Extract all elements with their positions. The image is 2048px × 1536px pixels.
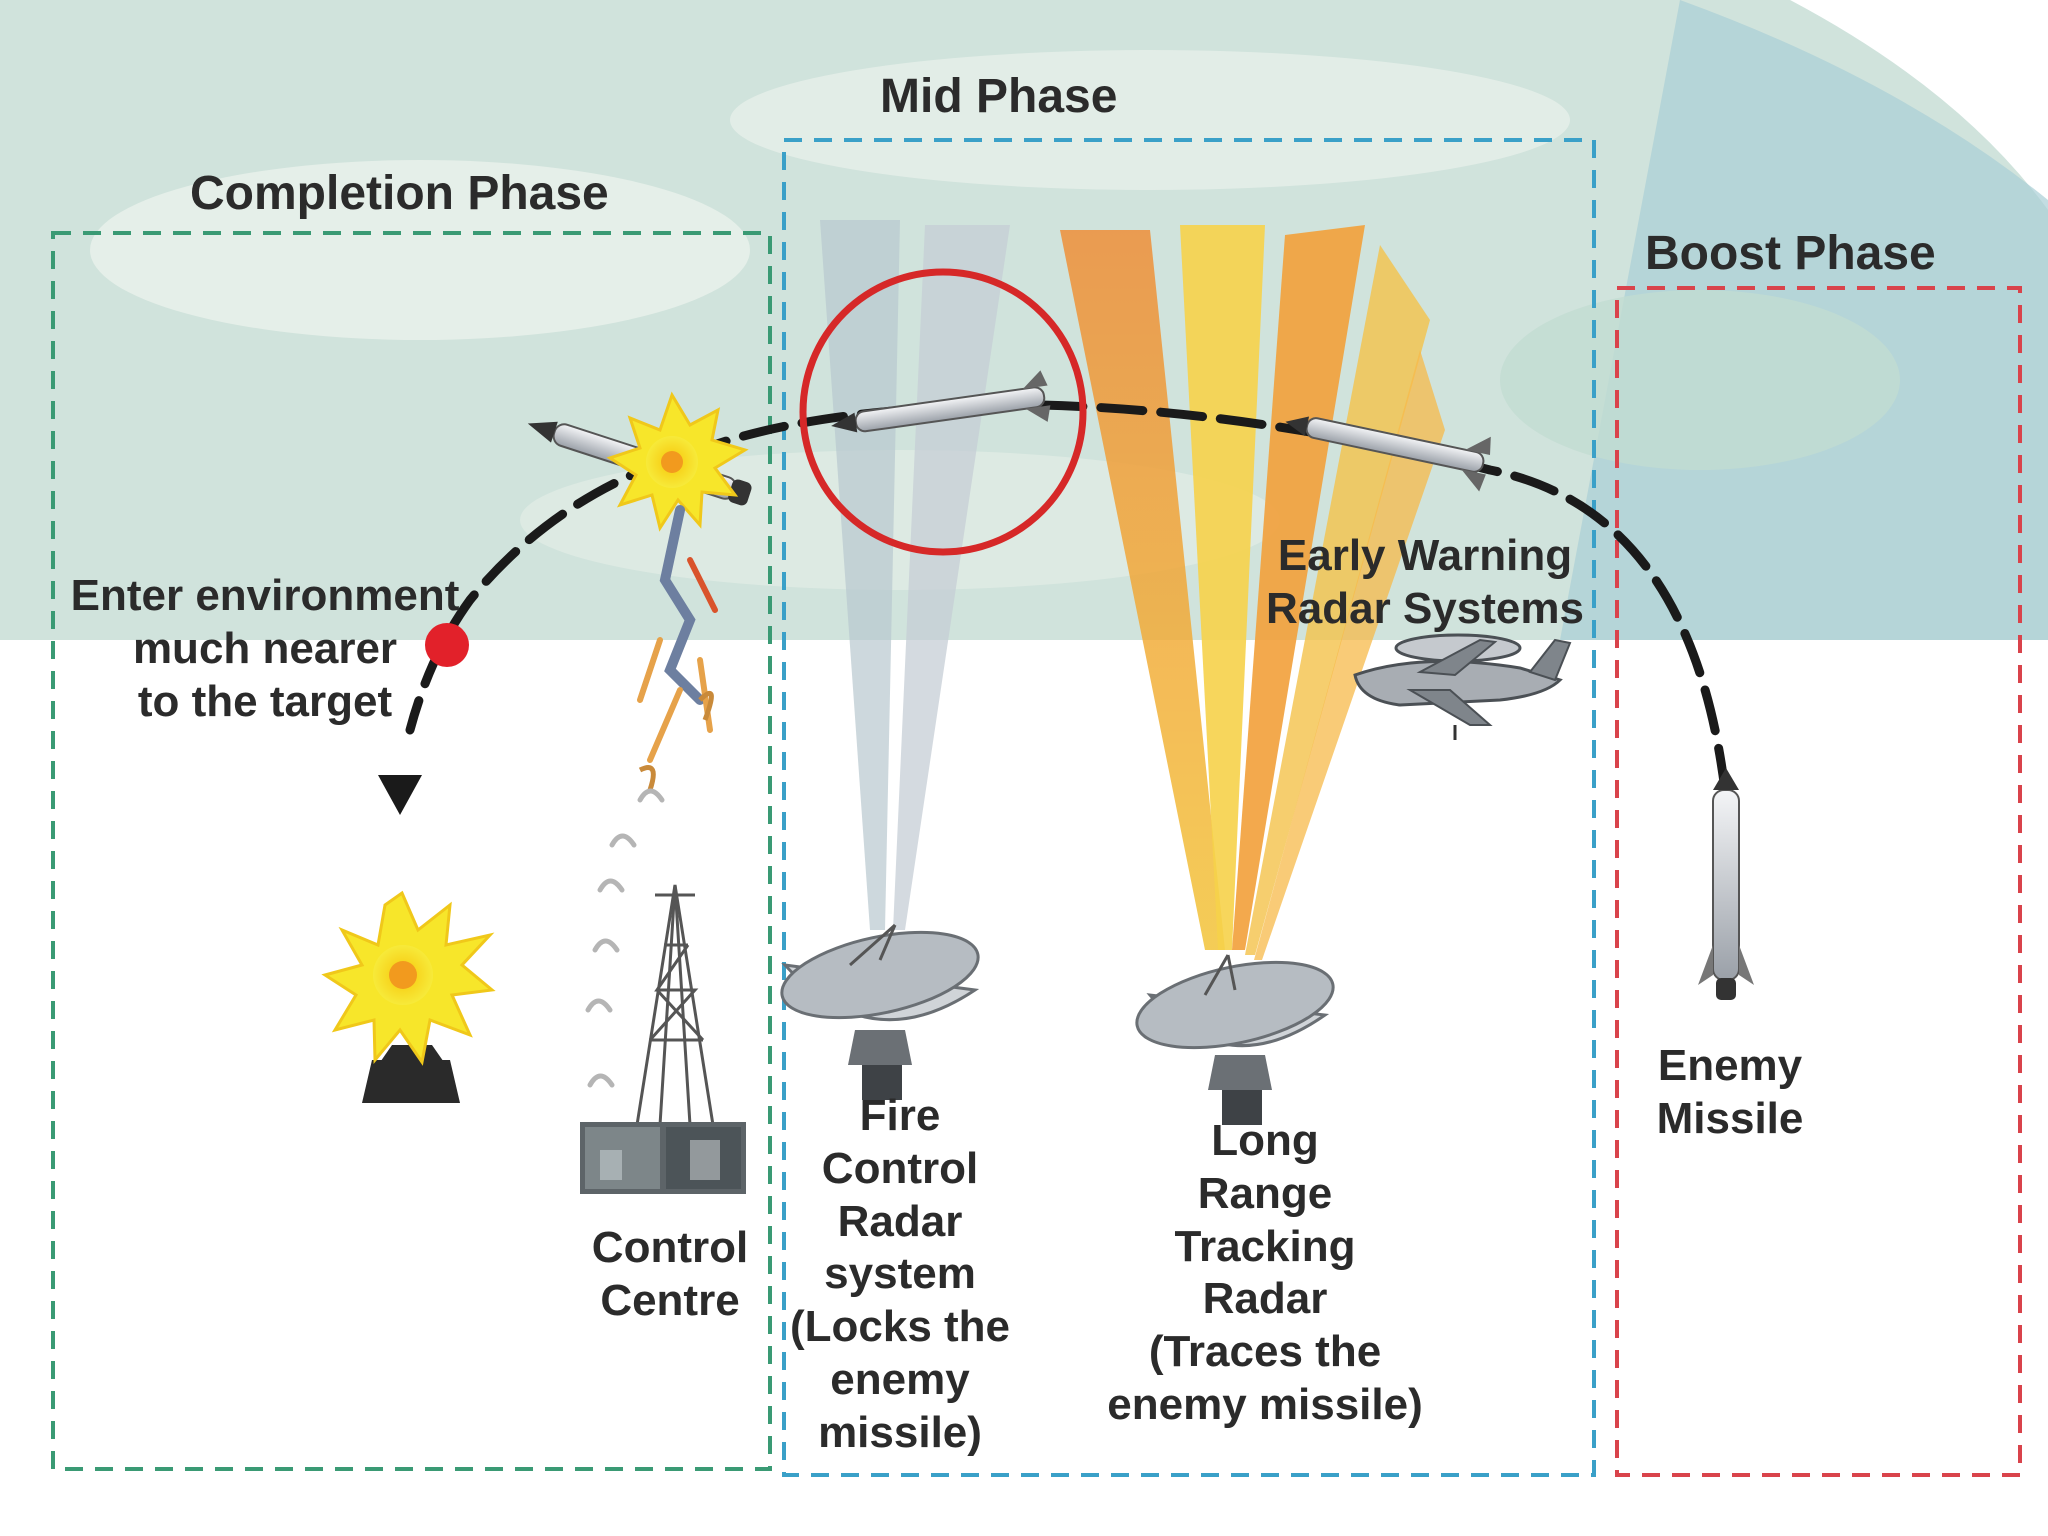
radar-dish-icon [780,923,980,1100]
completion-phase-title: Completion Phase [190,167,609,220]
awacs-aircraft-icon [1353,633,1572,740]
control-centre-label: Control Centre [591,1223,749,1325]
early-warning-radar-label: Early Warning Radar Systems [1266,531,1584,633]
transmission-tower-icon [635,884,715,1127]
mid-phase-box [782,138,1596,1477]
impact-point-icon [425,623,469,667]
fire-control-radar-label: Fire Control Radar system (Locks the ene… [789,1091,1011,1457]
target-explosion-icon [321,890,496,1103]
long-range-tracking-radar-label: Long Range Tracking Radar (Traces the en… [1107,1116,1423,1429]
enemy-missile-icon [1698,768,1754,1000]
debris-icon [585,505,718,1088]
down-arrow-icon [378,775,422,815]
mid-phase-title: Mid Phase [880,70,1118,123]
tracked-missile-icon [1285,416,1491,492]
enter-environment-label: Enter environment much nearer to the tar… [70,571,460,726]
enemy-missile-label: Enemy Missile [1656,1041,1804,1143]
control-centre-photo [580,1122,746,1194]
interceptor-missile-icon [831,370,1051,433]
boost-phase-box [1615,286,2022,1477]
boost-phase-title: Boost Phase [1645,227,1936,280]
lock-on-circle [799,268,1087,556]
completion-phase-box [51,231,772,1471]
radar-dish-icon-long-range [1135,954,1335,1125]
explosion-icon [606,391,749,532]
